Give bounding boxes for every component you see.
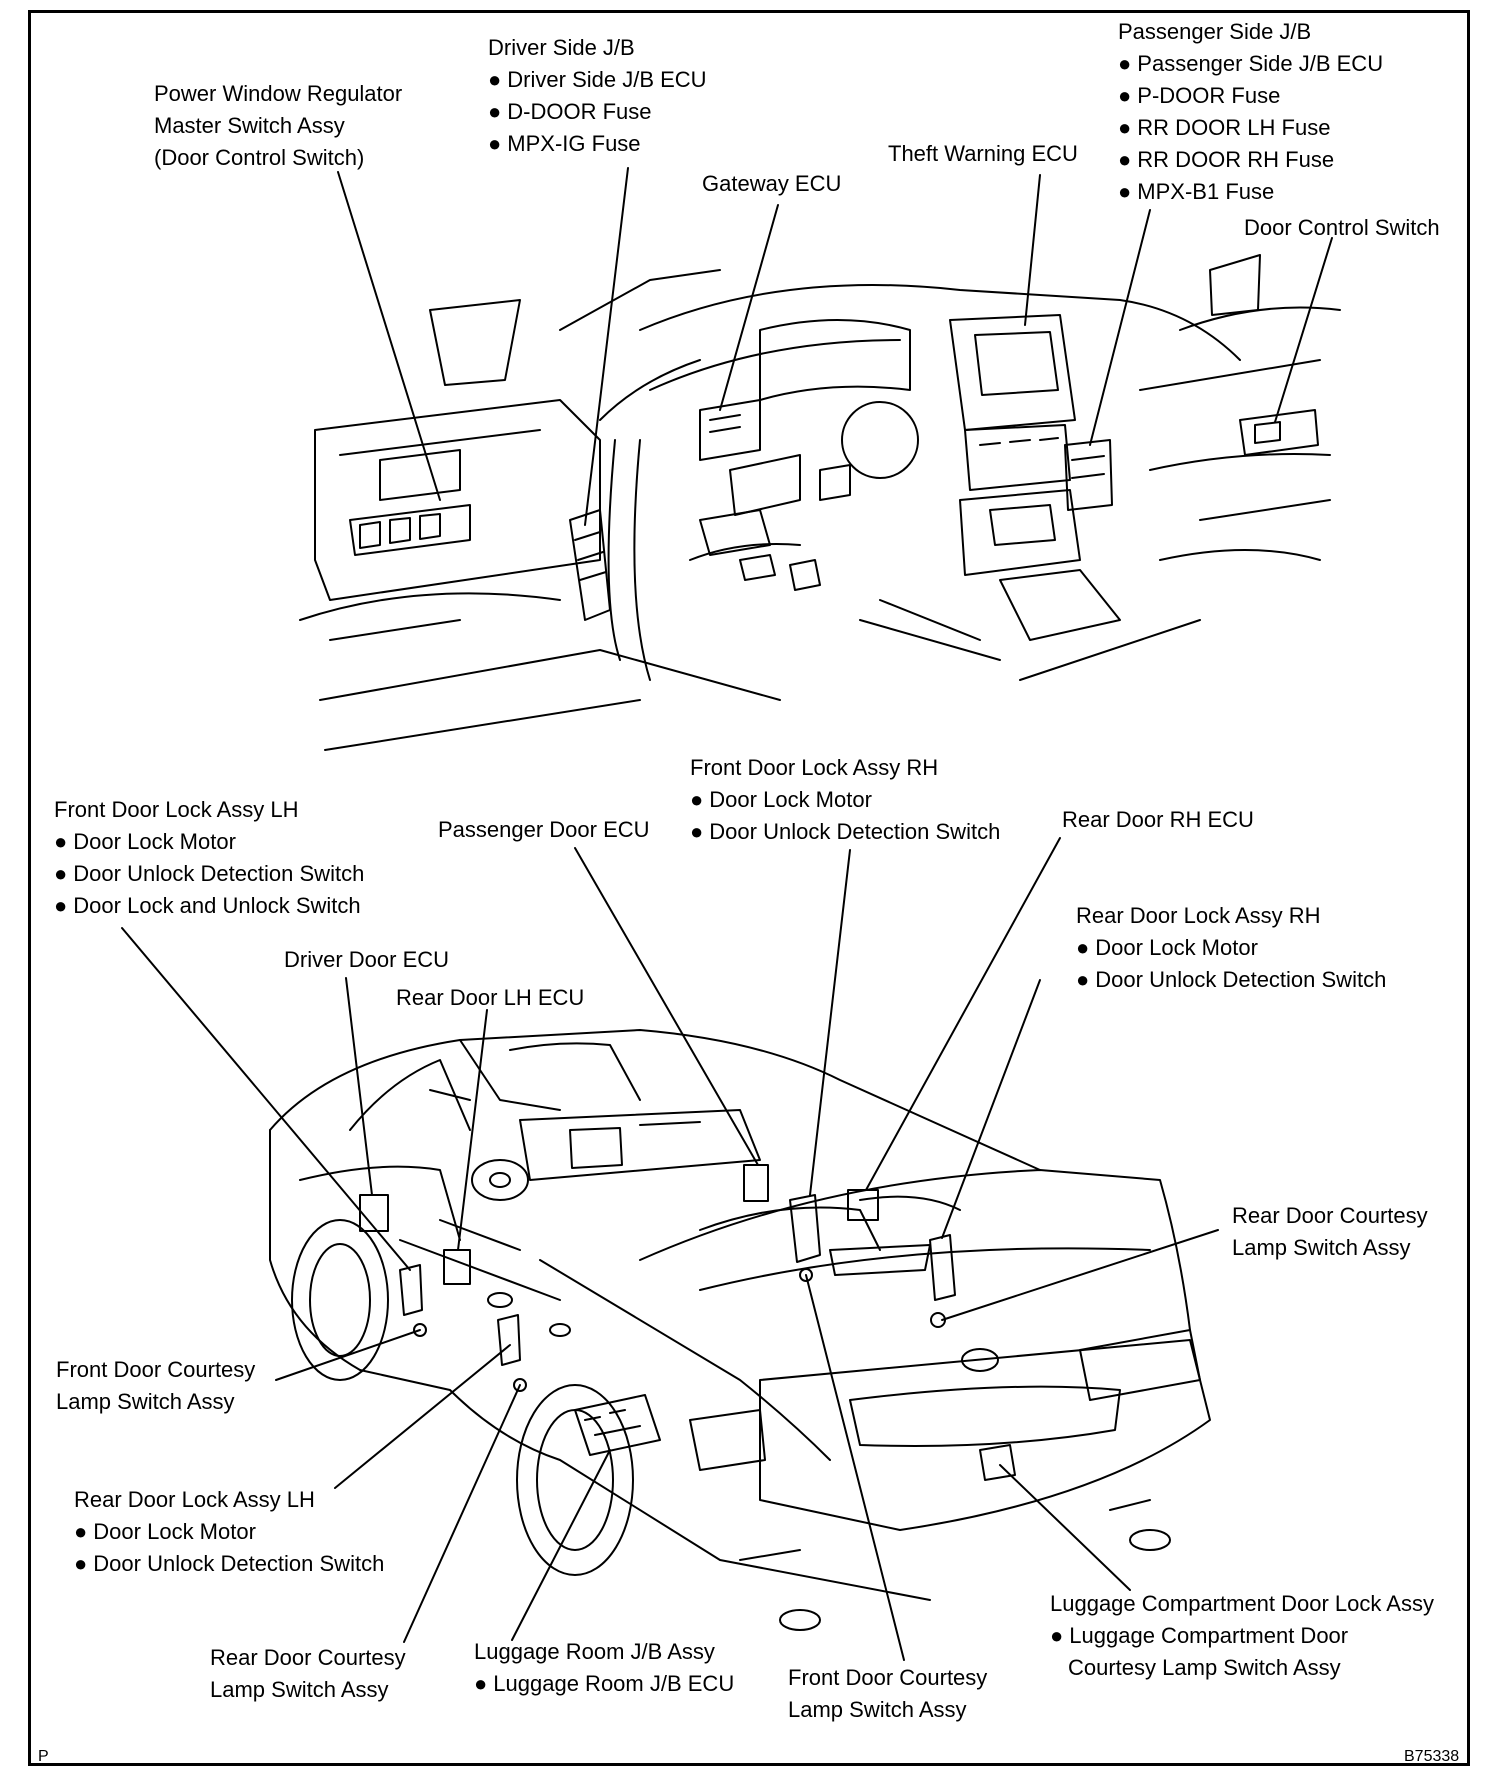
leader-lines (121, 167, 1333, 1661)
door-control-switch-body (1239, 409, 1319, 456)
label-title: Rear Door Lock Assy LH (74, 1487, 315, 1512)
label-item-continued: Courtesy Lamp Switch Assy (1068, 1655, 1341, 1680)
corner-mark-left: P (38, 1748, 49, 1765)
label-line: Passenger Door ECU (438, 817, 650, 842)
label-item: Door Unlock Detection Switch (74, 1548, 384, 1580)
label-line: Door Control Switch (1244, 215, 1440, 240)
label-front-door-lock-rh: Front Door Lock Assy RH Door Lock Motor … (690, 752, 1000, 848)
label-door-control-switch: Door Control Switch (1244, 212, 1440, 244)
label-rear-door-lh-ecu: Rear Door LH ECU (396, 982, 584, 1014)
label-line: Lamp Switch Assy (210, 1677, 389, 1702)
label-front-door-courtesy-r: Front Door Courtesy Lamp Switch Assy (788, 1662, 987, 1726)
passenger-jb-body (1064, 439, 1113, 511)
label-rear-door-lock-lh: Rear Door Lock Assy LH Door Lock Motor D… (74, 1484, 384, 1580)
label-item: Driver Side J/B ECU (488, 64, 706, 96)
label-line: Lamp Switch Assy (788, 1697, 967, 1722)
label-line: Driver Door ECU (284, 947, 450, 972)
label-line: Front Door Courtesy (56, 1357, 256, 1382)
interior-drawing (299, 254, 1341, 751)
label-item: P-DOOR Fuse (1118, 80, 1383, 112)
label-rear-door-rh-ecu: Rear Door RH ECU (1062, 804, 1254, 836)
label-line: Rear Door Courtesy (1232, 1203, 1428, 1228)
driver-jb-body (569, 509, 611, 621)
front-door-lock-rh-body (789, 1194, 821, 1263)
label-line: Rear Door RH ECU (1062, 807, 1254, 832)
label-item: Door Lock and Unlock Switch (54, 890, 364, 922)
label-theft-warning-ecu: Theft Warning ECU (888, 138, 1078, 170)
passenger-door-ecu-box (743, 1164, 769, 1202)
label-title: Front Door Lock Assy LH (54, 797, 299, 822)
label-item: Luggage Compartment Door (1050, 1620, 1434, 1652)
diagram-frame (28, 10, 1470, 1766)
rear-door-rh-ecu-box (847, 1189, 879, 1221)
label-rear-door-courtesy-r: Rear Door Courtesy Lamp Switch Assy (1232, 1200, 1428, 1264)
rear-door-lh-ecu-box (443, 1249, 471, 1285)
label-item: Door Lock Motor (74, 1516, 384, 1548)
label-front-door-courtesy-l: Front Door Courtesy Lamp Switch Assy (56, 1354, 255, 1418)
label-luggage-door-lock: Luggage Compartment Door Lock Assy Lugga… (1050, 1588, 1434, 1684)
label-line: Lamp Switch Assy (56, 1389, 235, 1414)
label-power-window-master: Power Window Regulator Master Switch Ass… (154, 78, 402, 174)
label-front-door-lock-lh: Front Door Lock Assy LH Door Lock Motor … (54, 794, 364, 922)
label-item: Door Lock Motor (54, 826, 364, 858)
label-title: Passenger Side J/B (1118, 19, 1312, 44)
label-line: (Door Control Switch) (154, 145, 365, 170)
label-title: Rear Door Lock Assy RH (1076, 903, 1321, 928)
label-line: Theft Warning ECU (888, 141, 1078, 166)
figure-code: B75338 (1404, 1748, 1460, 1765)
label-title: Luggage Room J/B Assy (474, 1639, 715, 1664)
label-title: Front Door Lock Assy RH (690, 755, 939, 780)
label-item: MPX-B1 Fuse (1118, 176, 1383, 208)
label-title: Driver Side J/B (488, 35, 635, 60)
label-line: Master Switch Assy (154, 113, 345, 138)
label-luggage-room-jb: Luggage Room J/B Assy Luggage Room J/B E… (474, 1636, 734, 1700)
label-driver-side-jb: Driver Side J/B Driver Side J/B ECU D-DO… (488, 32, 707, 160)
label-item: Door Unlock Detection Switch (690, 816, 1000, 848)
car-drawing (269, 1029, 1211, 1631)
label-item: Door Lock Motor (1076, 932, 1386, 964)
label-line: Gateway ECU (702, 171, 842, 196)
luggage-jb-body (574, 1394, 661, 1456)
label-rear-door-courtesy-l: Rear Door Courtesy Lamp Switch Assy (210, 1642, 406, 1706)
label-item: Door Unlock Detection Switch (1076, 964, 1386, 996)
label-item: MPX-IG Fuse (488, 128, 707, 160)
label-line: Rear Door Courtesy (210, 1645, 406, 1670)
label-gateway-ecu: Gateway ECU (702, 168, 841, 200)
label-item: D-DOOR Fuse (488, 96, 707, 128)
label-rear-door-lock-rh: Rear Door Lock Assy RH Door Lock Motor D… (1076, 900, 1386, 996)
label-line: Power Window Regulator (154, 81, 403, 106)
label-passenger-side-jb: Passenger Side J/B Passenger Side J/B EC… (1118, 16, 1383, 208)
master-switch-body (349, 504, 471, 556)
label-item: RR DOOR LH Fuse (1118, 112, 1383, 144)
rear-door-lock-lh-body (497, 1314, 521, 1366)
label-item: RR DOOR RH Fuse (1118, 144, 1383, 176)
label-driver-door-ecu: Driver Door ECU (284, 944, 449, 976)
driver-door-ecu-box (359, 1194, 389, 1232)
label-line: Rear Door LH ECU (396, 985, 585, 1010)
label-line: Lamp Switch Assy (1232, 1235, 1411, 1260)
label-line: Front Door Courtesy (788, 1665, 988, 1690)
label-item: Door Lock Motor (690, 784, 1000, 816)
label-passenger-door-ecu: Passenger Door ECU (438, 814, 650, 846)
label-title: Luggage Compartment Door Lock Assy (1050, 1591, 1434, 1616)
luggage-lock-body (979, 1444, 1016, 1481)
front-door-lock-lh-body (399, 1264, 423, 1316)
label-item: Luggage Room J/B ECU (474, 1668, 734, 1700)
rear-door-lock-rh-body (929, 1234, 956, 1301)
label-item: Passenger Side J/B ECU (1118, 48, 1383, 80)
label-item: Door Unlock Detection Switch (54, 858, 364, 890)
